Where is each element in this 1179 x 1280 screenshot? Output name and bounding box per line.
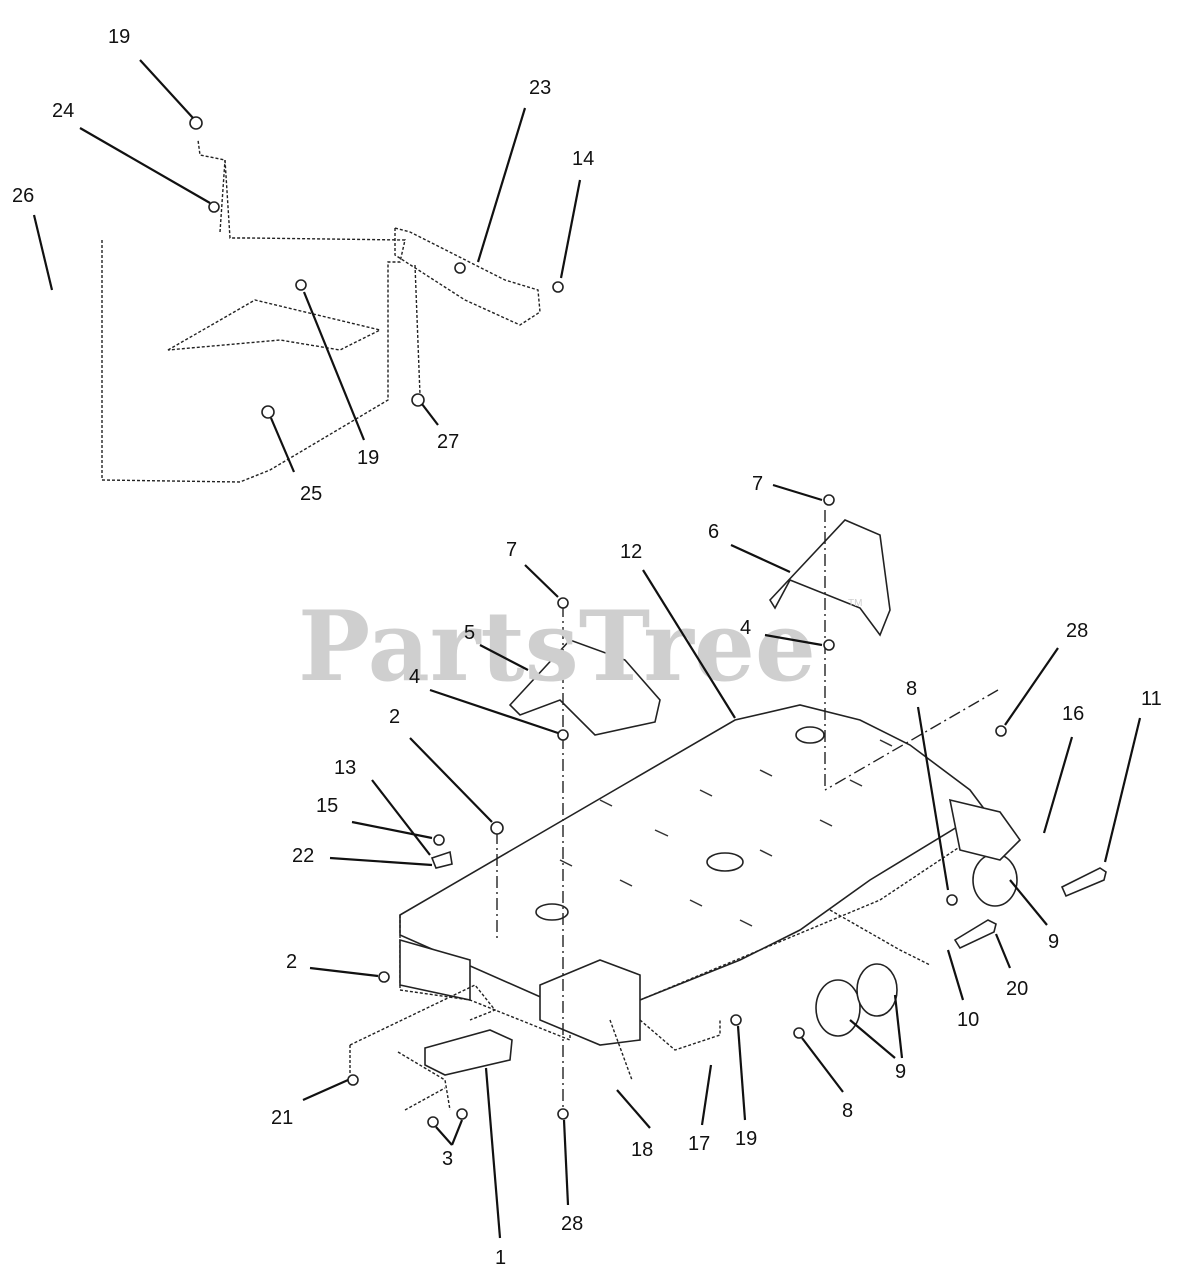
- hardware-24: [208, 201, 220, 213]
- bolt-20: [953, 919, 997, 950]
- hardware-23: [454, 262, 466, 274]
- hardware-19-top: [189, 116, 203, 130]
- callout-23: 23: [529, 77, 551, 99]
- callout-2: 2: [389, 706, 400, 728]
- shield-6: [768, 519, 891, 637]
- callout-5: 5: [464, 622, 475, 644]
- callout-8: 8: [906, 678, 917, 700]
- callout-28: 28: [1066, 620, 1088, 642]
- callout-9: 9: [895, 1061, 906, 1083]
- callout-25: 25: [300, 483, 322, 505]
- shield-5: [508, 639, 661, 736]
- callout-19: 19: [108, 26, 130, 48]
- callout-2: 2: [286, 951, 297, 973]
- callout-10: 10: [957, 1009, 979, 1031]
- callout-24: 24: [52, 100, 74, 122]
- upper-bracket-assembly: [101, 116, 564, 483]
- leader-lines: [32, 59, 1142, 1239]
- bolt-11: [1060, 867, 1107, 898]
- callout-13: 13: [334, 757, 356, 779]
- callout-1: 1: [495, 1247, 506, 1269]
- callout-19: 19: [735, 1128, 757, 1150]
- callout-22: 22: [292, 845, 314, 867]
- callout-labels: 19 24 26 23 14 19 27 25 7 6 7 12 5 4 28 …: [12, 26, 1162, 1269]
- callout-7: 7: [752, 473, 763, 495]
- callout-9: 9: [1048, 931, 1059, 953]
- callout-26: 26: [12, 185, 34, 207]
- gauge-wheels: [815, 798, 1022, 1037]
- callout-27: 27: [437, 431, 459, 453]
- svg-text:TM: TM: [848, 598, 862, 609]
- callout-16: 16: [1062, 703, 1084, 725]
- callout-15: 15: [316, 795, 338, 817]
- callout-14: 14: [572, 148, 594, 170]
- callout-8: 8: [842, 1100, 853, 1122]
- svg-text:PartsTree: PartsTree: [298, 590, 816, 703]
- callout-19: 19: [357, 447, 379, 469]
- callout-6: 6: [708, 521, 719, 543]
- callout-7: 7: [506, 539, 517, 561]
- bracket-1: [424, 1029, 513, 1076]
- callout-11: 11: [1141, 688, 1162, 710]
- callout-21: 21: [271, 1107, 293, 1129]
- callout-28: 28: [561, 1213, 583, 1235]
- hardware-14: [552, 281, 564, 293]
- hardware-27: [411, 393, 425, 407]
- callout-4: 4: [740, 617, 751, 639]
- callout-18: 18: [631, 1139, 653, 1161]
- callout-3: 3: [442, 1148, 453, 1170]
- hardware-19-mid: [295, 279, 307, 291]
- callout-12: 12: [620, 541, 642, 563]
- callout-20: 20: [1006, 978, 1028, 1000]
- watermark: PartsTree TM: [298, 590, 862, 703]
- callout-17: 17: [688, 1133, 710, 1155]
- lower-hardware: [347, 494, 1007, 1128]
- callout-4: 4: [409, 666, 420, 688]
- hardware-25: [261, 405, 275, 419]
